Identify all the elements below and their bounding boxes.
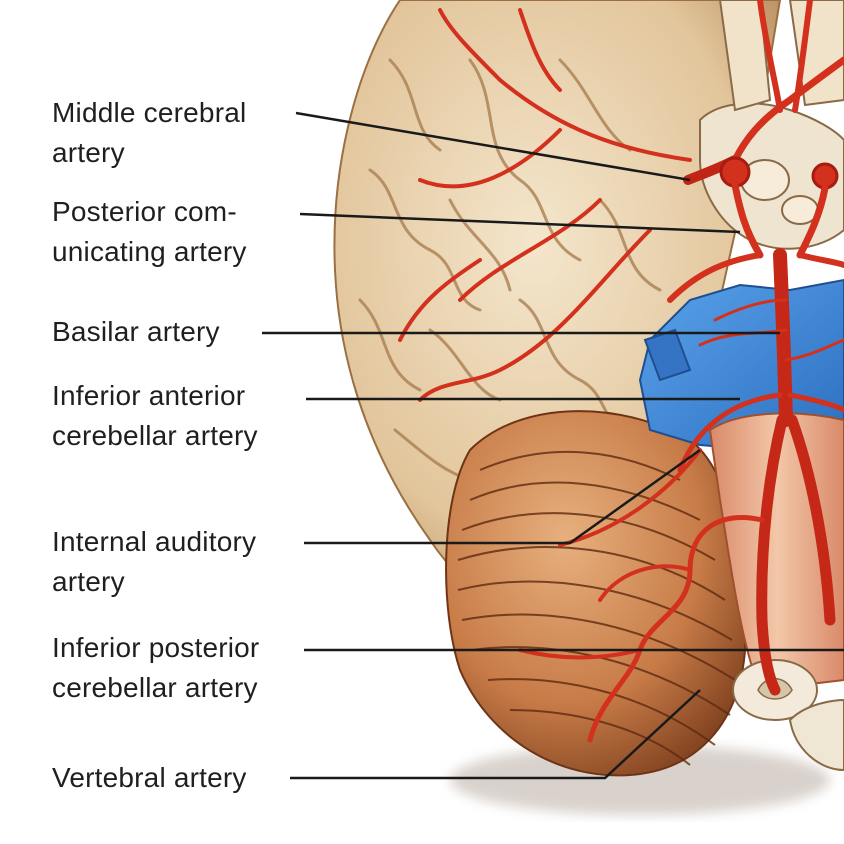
leader-internal-auditory xyxy=(304,448,701,545)
leader-middle-cerebral xyxy=(295,111,691,182)
cortical-arteries xyxy=(398,8,692,402)
arterial-tree xyxy=(518,0,844,743)
drop-shadow xyxy=(450,745,830,815)
leader-vertebral xyxy=(290,689,701,780)
leader-posterior-communicating xyxy=(299,212,741,234)
leader-lines xyxy=(262,111,844,780)
midline-structures xyxy=(699,0,844,250)
